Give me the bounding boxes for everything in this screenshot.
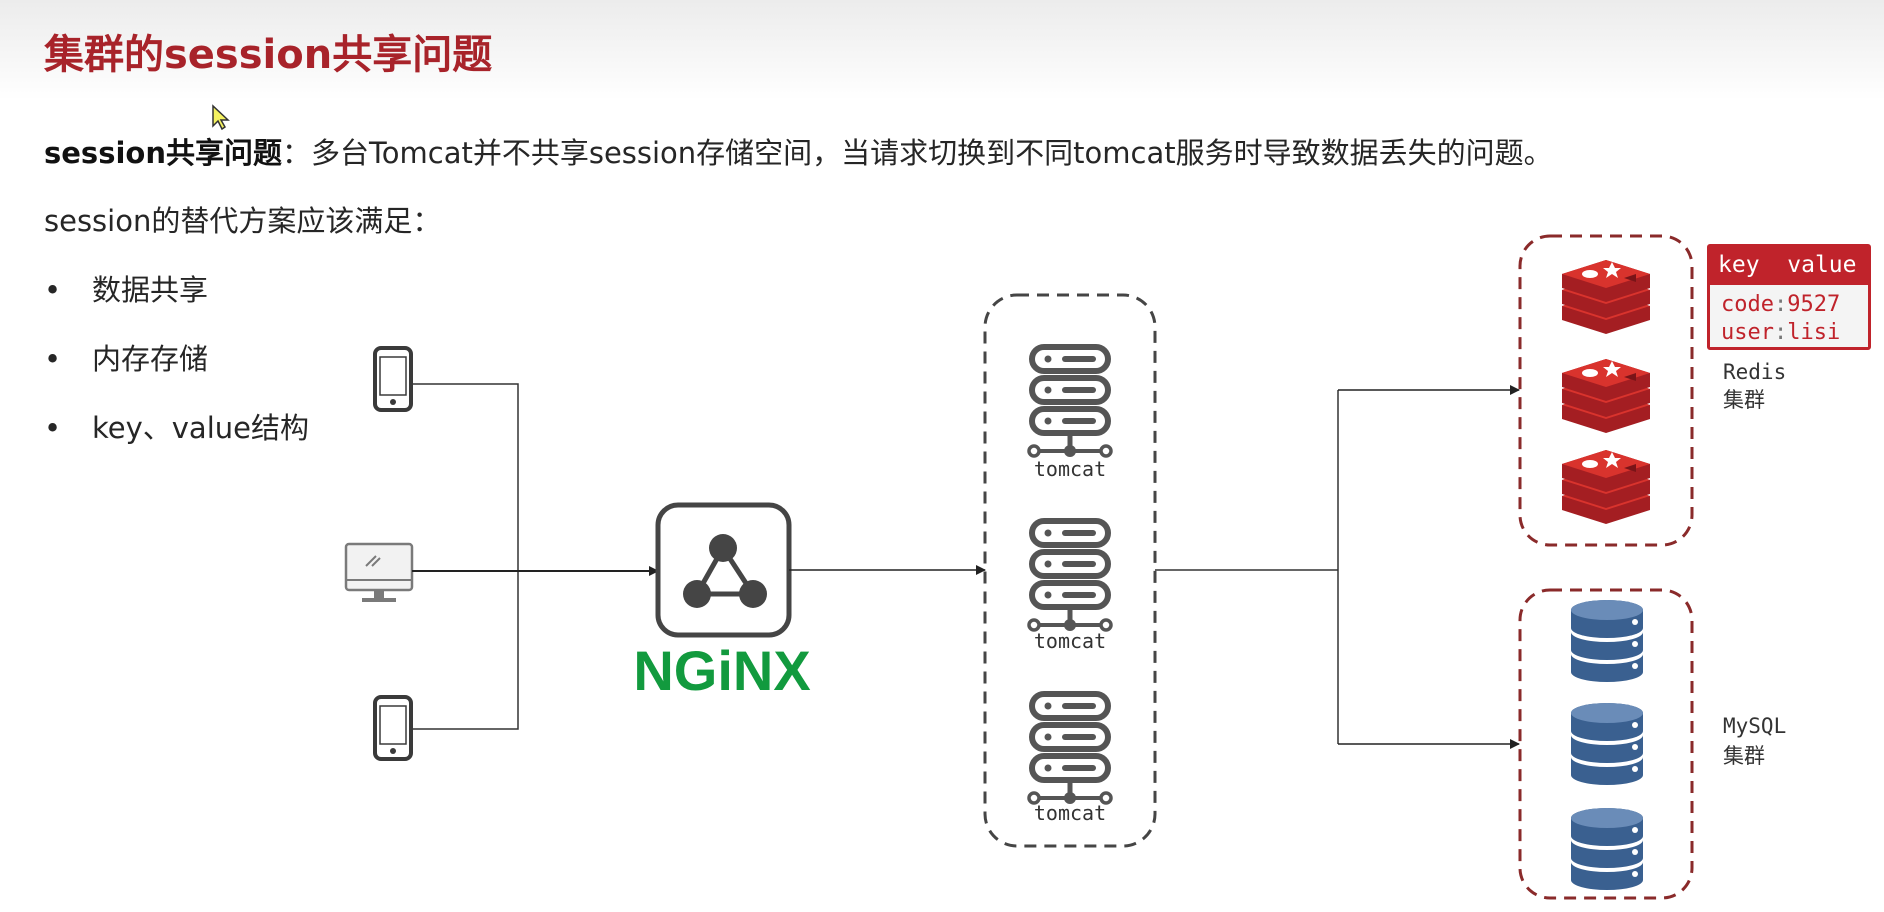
tomcat-label: tomcat bbox=[1034, 629, 1106, 653]
redis-cluster-label: 集群 bbox=[1723, 388, 1765, 412]
kv-row-value: 9527 bbox=[1787, 292, 1841, 317]
nginx-load-balancer-icon bbox=[655, 502, 792, 638]
problem-term: session共享问题 bbox=[44, 136, 282, 170]
problem-text: ：多台Tomcat并不共享session存储空间，当请求切换到不同tomcat服… bbox=[281, 136, 1553, 170]
kv-header-value: value bbox=[1787, 252, 1857, 278]
mysql-cluster-boundary bbox=[1518, 588, 1694, 900]
tomcat-label: tomcat bbox=[1034, 457, 1106, 481]
bullet-item: • key、value结构 bbox=[44, 405, 309, 447]
bullet-text: 数据共享 bbox=[92, 273, 209, 307]
mysql-label: MySQL bbox=[1723, 714, 1787, 738]
bullet-text: key、value结构 bbox=[92, 411, 309, 445]
database-icon bbox=[1571, 600, 1643, 682]
kv-row-key: user bbox=[1721, 320, 1774, 345]
redis-icon bbox=[1562, 450, 1650, 524]
header-bar bbox=[0, 0, 1884, 100]
redis-cluster-boundary bbox=[1518, 234, 1694, 547]
tomcat-server-icon bbox=[1029, 694, 1111, 804]
redis-icon bbox=[1562, 359, 1650, 433]
kv-row: user:lisi bbox=[1721, 320, 1841, 345]
redis-icon bbox=[1562, 260, 1650, 334]
bullet-item: • 数据共享 bbox=[44, 267, 208, 309]
phone-icon bbox=[373, 346, 413, 412]
phone-icon bbox=[373, 695, 413, 761]
requirements-intro: session的替代方案应该满足： bbox=[44, 204, 442, 238]
problem-statement: session共享问题：多台Tomcat并不共享session存储空间，当请求切… bbox=[44, 130, 1553, 172]
database-icon bbox=[1571, 703, 1643, 785]
tomcat-label: tomcat bbox=[1034, 801, 1106, 825]
kv-row-key: code bbox=[1721, 292, 1774, 317]
bullet-text: 内存存储 bbox=[92, 342, 209, 376]
bullet-dot: • bbox=[44, 411, 62, 445]
bullet-item: • 内存存储 bbox=[44, 336, 208, 378]
nginx-logo-text: NGiNX bbox=[633, 639, 810, 702]
mysql-cluster-label: 集群 bbox=[1723, 744, 1765, 768]
tomcat-cluster-boundary bbox=[983, 293, 1157, 848]
bullet-dot: • bbox=[44, 342, 62, 376]
key-value-table: key value code:9527 user:lisi bbox=[1707, 244, 1871, 350]
tomcat-server-icon bbox=[1029, 521, 1111, 631]
database-icon bbox=[1571, 808, 1643, 890]
mouse-cursor-icon bbox=[212, 104, 230, 131]
slide-title: 集群的session共享问题 bbox=[44, 32, 493, 78]
kv-row-value: lisi bbox=[1787, 320, 1841, 345]
kv-row: code:9527 bbox=[1721, 292, 1841, 317]
redis-label: Redis bbox=[1723, 360, 1787, 384]
kv-header: key value bbox=[1710, 247, 1868, 285]
kv-header-key: key bbox=[1718, 252, 1760, 278]
bullet-dot: • bbox=[44, 273, 62, 307]
desktop-monitor-icon bbox=[344, 542, 414, 602]
tomcat-server-icon bbox=[1029, 347, 1111, 457]
